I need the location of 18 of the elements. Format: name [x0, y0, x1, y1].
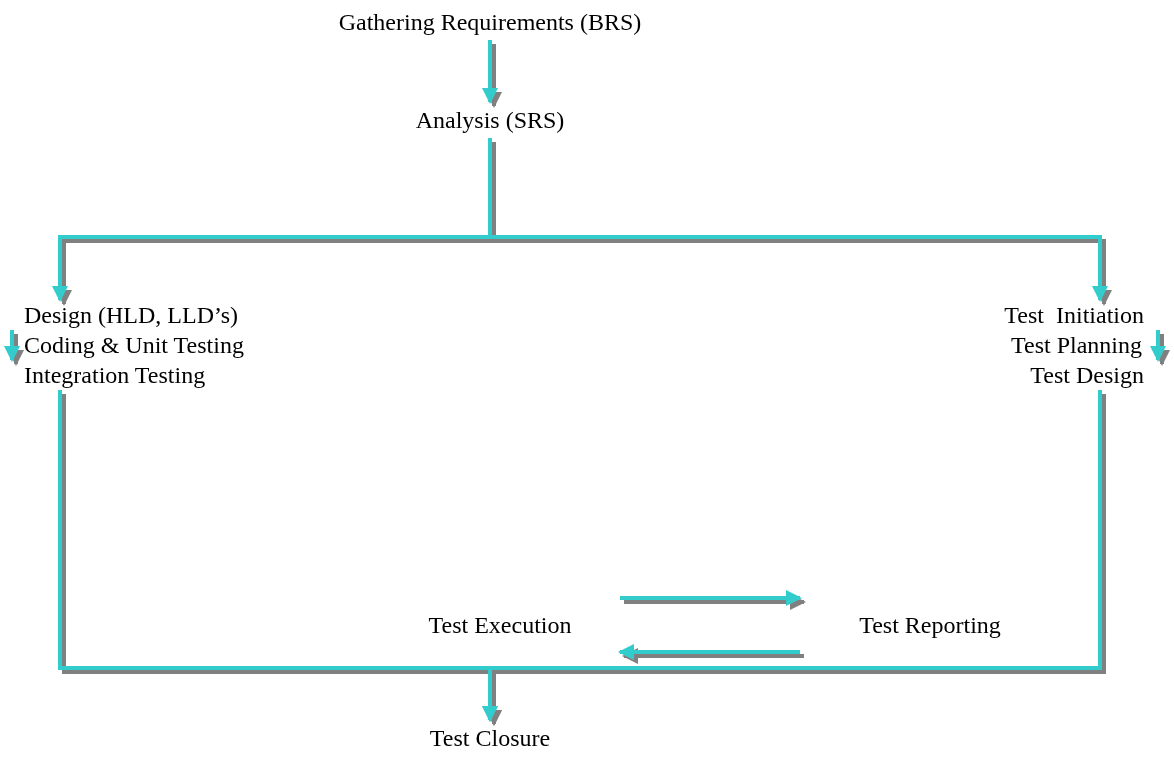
arrow: [482, 40, 498, 104]
step-label: Test Design: [1030, 361, 1144, 389]
arrow: [1150, 330, 1166, 362]
arrow: [618, 644, 800, 660]
step-label: Test Planning: [1011, 331, 1142, 359]
arrow: [4, 330, 20, 362]
step-label: Test Reporting: [859, 611, 1001, 639]
step-label: Gathering Requirements (BRS): [338, 8, 642, 36]
step-label: Integration Testing: [24, 361, 206, 389]
arrow: [482, 390, 1102, 722]
step-label: Analysis (SRS): [415, 106, 565, 134]
arrow: [620, 590, 802, 606]
step-label: Coding & Unit Testing: [24, 331, 244, 359]
step-label: Test Closure: [429, 724, 551, 752]
step-label: Design (HLD, LLD’s): [24, 301, 238, 329]
step-label: Test Initiation: [1004, 301, 1144, 329]
arrow: [488, 138, 1108, 302]
step-label: Test Execution: [428, 611, 572, 639]
